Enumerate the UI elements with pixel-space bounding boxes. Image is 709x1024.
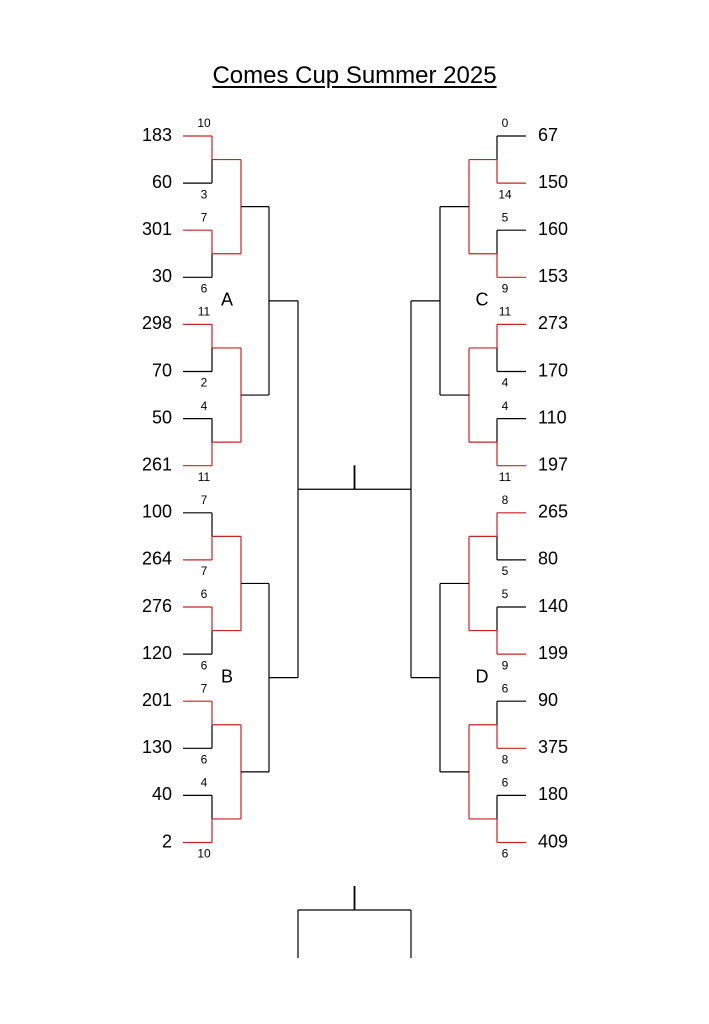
seed-number: 201 [142, 690, 172, 710]
seed-number: 298 [142, 313, 172, 333]
match-score: 6 [201, 587, 208, 601]
seed-number: 30 [152, 266, 172, 286]
match-score: 14 [498, 187, 512, 201]
match-score: 10 [197, 847, 211, 861]
match-score: 5 [502, 564, 509, 578]
seed-number: 197 [538, 454, 568, 474]
seed-number: 264 [142, 549, 172, 569]
match-score: 7 [201, 681, 208, 695]
match-score: 0 [502, 116, 509, 130]
match-score: 6 [502, 776, 509, 790]
seed-number: 180 [538, 784, 568, 804]
seed-number: 183 [142, 125, 172, 145]
match-score: 6 [502, 847, 509, 861]
match-score: 6 [502, 681, 509, 695]
match-score: 7 [201, 210, 208, 224]
page-title: Comes Cup Summer 2025 [212, 62, 497, 89]
match-score: 11 [499, 470, 512, 484]
seed-number: 90 [538, 690, 558, 710]
match-score: 6 [201, 281, 208, 295]
match-score: 5 [502, 587, 509, 601]
seed-number: 2 [162, 831, 172, 851]
match-score: 7 [201, 493, 208, 507]
seed-number: 40 [152, 784, 172, 804]
seed-number: 265 [538, 502, 568, 522]
match-score: 5 [502, 210, 509, 224]
seed-number: 120 [142, 643, 172, 663]
seed-number: 170 [538, 360, 568, 380]
seed-number: 199 [538, 643, 568, 663]
match-score: 8 [502, 493, 509, 507]
match-score: 7 [201, 564, 208, 578]
seed-number: 67 [538, 125, 558, 145]
seed-number: 80 [538, 549, 558, 569]
seed-number: 261 [142, 454, 172, 474]
seed-number: 150 [538, 172, 568, 192]
seed-number: 110 [538, 407, 567, 427]
match-score: 4 [502, 399, 509, 413]
group-label: C [476, 290, 489, 310]
seed-number: 160 [538, 219, 568, 239]
seed-number: 375 [538, 737, 568, 757]
seed-number: 50 [152, 407, 172, 427]
match-score: 11 [198, 470, 211, 484]
seed-number: 273 [538, 313, 568, 333]
seed-number: 276 [142, 596, 172, 616]
match-score: 6 [201, 658, 208, 672]
match-score: 11 [499, 305, 512, 319]
match-score: 3 [201, 187, 208, 201]
group-label: A [221, 290, 233, 310]
match-score: 4 [201, 776, 208, 790]
seed-number: 301 [142, 219, 172, 239]
match-score: 11 [198, 305, 211, 319]
match-score: 6 [201, 752, 208, 766]
match-score: 4 [201, 399, 208, 413]
seed-number: 130 [142, 737, 172, 757]
seed-number: 100 [142, 502, 172, 522]
group-label: B [221, 666, 233, 686]
match-score: 2 [201, 376, 208, 390]
group-label: D [476, 666, 489, 686]
match-score: 4 [502, 376, 509, 390]
seed-number: 409 [538, 831, 568, 851]
seed-number: 60 [152, 172, 172, 192]
seed-number: 70 [152, 360, 172, 380]
bracket-labels: 1831060330173062981170250426111100726472… [142, 116, 568, 861]
match-score: 8 [502, 752, 509, 766]
match-score: 10 [197, 116, 211, 130]
seed-number: 140 [538, 596, 568, 616]
bracket-lines [183, 135, 526, 958]
match-score: 9 [502, 281, 509, 295]
seed-number: 153 [538, 266, 568, 286]
match-score: 9 [502, 658, 509, 672]
